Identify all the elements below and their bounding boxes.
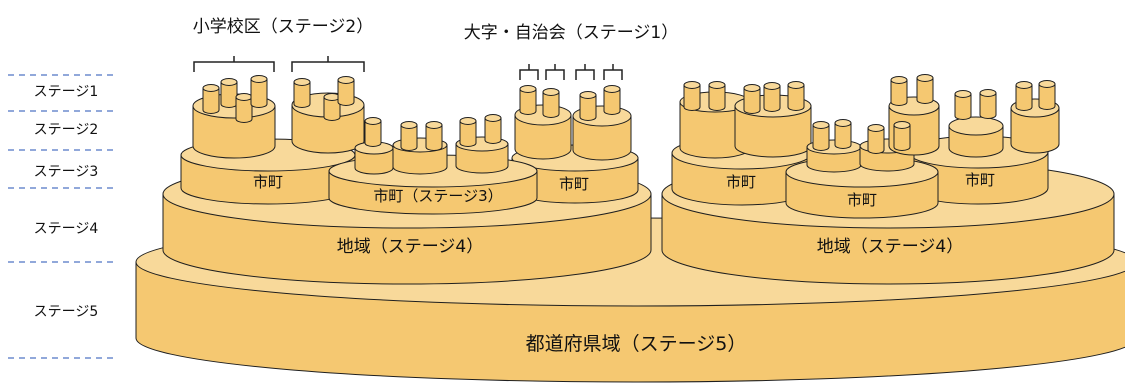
- city-label-4: 市町: [847, 191, 877, 209]
- rod: [916, 74, 934, 104]
- cylinders: [135, 74, 1125, 383]
- rod: [683, 81, 701, 111]
- rod: [603, 85, 621, 115]
- stage-labels: ステージ1 ステージ2 ステージ3 ステージ4 ステージ5: [34, 84, 99, 320]
- city-label-stage3: 市町（ステージ3）: [373, 187, 502, 205]
- rod: [202, 84, 220, 114]
- rod: [250, 75, 268, 108]
- rod: [220, 78, 238, 108]
- rod: [293, 78, 311, 108]
- rod: [708, 81, 726, 111]
- region-right-label: 地域（ステージ4）: [817, 237, 963, 257]
- rod: [484, 114, 502, 144]
- stage-label-5: ステージ5: [34, 304, 99, 320]
- rod: [337, 76, 355, 106]
- rod: [979, 89, 997, 119]
- rod: [579, 91, 597, 121]
- city-label-2: 市町: [559, 175, 589, 193]
- region-left-label: 地域（ステージ4）: [337, 237, 483, 257]
- pref-label: 都道府県域（ステージ5）: [526, 333, 747, 355]
- stage-guides: [8, 74, 118, 359]
- stage-label-4: ステージ4: [34, 221, 99, 237]
- stage-label-2: ステージ2: [34, 122, 99, 138]
- rod: [1038, 80, 1056, 110]
- rod: [235, 93, 253, 123]
- braces: [193, 56, 623, 80]
- rod: [867, 124, 885, 154]
- school-cylinder: [948, 116, 1004, 158]
- rod: [763, 82, 781, 112]
- school-cylinder: [354, 141, 394, 175]
- rod: [542, 88, 560, 118]
- rod: [743, 84, 761, 114]
- rod: [519, 85, 537, 115]
- stage-label-3: ステージ3: [34, 164, 99, 180]
- rod: [1015, 81, 1033, 111]
- title-aza-jichikai: 大字・自治会（ステージ1）: [464, 23, 678, 43]
- city-label-1: 市町: [253, 173, 283, 191]
- city-label-3: 市町: [726, 173, 756, 191]
- rod: [834, 119, 852, 149]
- rod: [893, 121, 911, 151]
- city-label-5: 市町: [965, 171, 995, 189]
- rod: [400, 121, 418, 151]
- rod: [954, 90, 972, 120]
- title-school-district: 小学校区（ステージ2）: [193, 17, 373, 37]
- rod: [425, 121, 443, 151]
- rod: [787, 81, 805, 111]
- stage-label-1: ステージ1: [34, 84, 99, 100]
- rod: [890, 76, 908, 106]
- rod: [812, 121, 830, 151]
- rod: [323, 93, 341, 121]
- rod: [364, 117, 382, 147]
- rod: [459, 117, 477, 147]
